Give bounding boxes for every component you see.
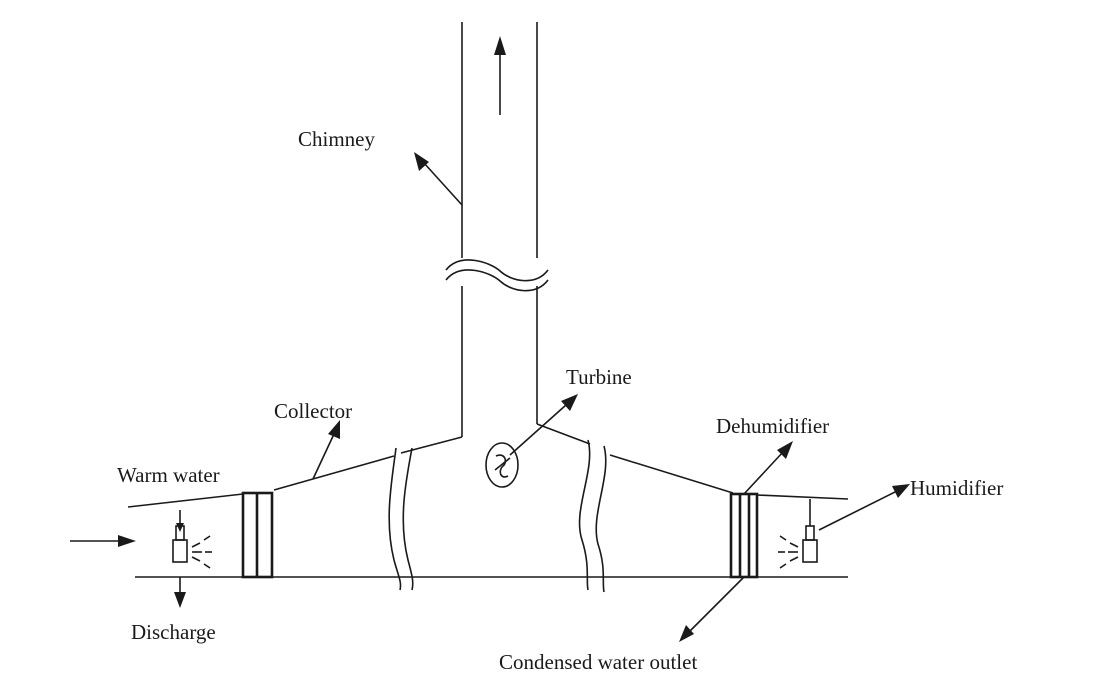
- collector-label: Collector: [274, 399, 353, 423]
- chimney: [445, 22, 549, 437]
- chimney-pointer-arrow: [414, 152, 463, 206]
- dehumidifier-label: Dehumidifier: [716, 414, 830, 438]
- turbine-pointer-arrow: [509, 394, 578, 456]
- warm-water-label: Warm water: [117, 463, 220, 487]
- humidifier-nozzle-icon: [778, 499, 818, 569]
- updraft-arrow: [494, 36, 506, 115]
- collector-break-left: [388, 447, 414, 591]
- chimney-label: Chimney: [298, 127, 375, 151]
- humidifier-label: Humidifier: [910, 476, 1004, 500]
- collector-roof: [127, 423, 849, 508]
- collector-pointer-arrow: [312, 420, 340, 480]
- condensed-water-pointer-arrow: [679, 576, 745, 642]
- condensed-water-outlet-label: Condensed water outlet: [499, 650, 698, 674]
- turbine-icon: [485, 442, 519, 488]
- dehumidifier-icon: [729, 492, 759, 579]
- discharge-label: Discharge: [131, 620, 216, 644]
- dehumidifier-pointer-arrow: [743, 441, 793, 495]
- humidifier-pointer-arrow: [818, 484, 910, 531]
- collector-break-right: [578, 439, 607, 593]
- warm-water-nozzle-icon: [172, 510, 212, 569]
- inflow-arrow: [70, 535, 136, 547]
- left-heat-exchanger: [241, 491, 274, 579]
- discharge-arrow: [174, 577, 186, 608]
- turbine-label: Turbine: [566, 365, 632, 389]
